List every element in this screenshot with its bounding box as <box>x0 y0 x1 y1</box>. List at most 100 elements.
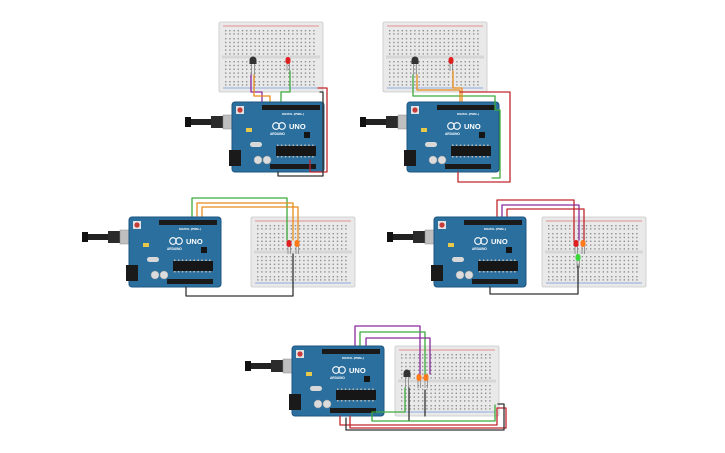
breadboard-hole <box>389 53 391 55</box>
breadboard-hole <box>439 61 441 63</box>
breadboard-holes <box>401 354 491 410</box>
breadboard-hole <box>619 267 621 269</box>
breadboard-hole <box>459 385 462 387</box>
breadboard-hole <box>267 33 269 35</box>
breadboard-hole <box>225 49 227 51</box>
breadboard-hole <box>430 396 432 398</box>
breadboard-hole <box>548 271 550 273</box>
breadboard-hole <box>426 76 429 78</box>
breadboard-channel <box>386 55 484 59</box>
breadboard-hole <box>261 225 263 227</box>
breadboard-hole <box>283 30 286 32</box>
breadboard-hole <box>275 33 277 35</box>
breadboard-hole <box>443 33 445 35</box>
breadboard-hole <box>336 240 339 242</box>
breadboard-hole <box>472 385 474 387</box>
breadboard-hole <box>590 244 592 246</box>
breadboard-hole <box>283 61 286 63</box>
breadboard-hole <box>585 271 588 273</box>
breadboard-hole <box>569 236 571 239</box>
breadboard-hole <box>564 233 567 235</box>
breadboard-hole <box>447 388 449 391</box>
breadboard-hole <box>452 38 454 40</box>
breadboard-hole <box>410 76 412 78</box>
breadboard-hole <box>552 267 554 269</box>
breadboard-hole <box>627 233 630 235</box>
breadboard-hole <box>438 408 441 410</box>
breadboard-hole <box>410 64 412 67</box>
breadboard-hole <box>299 263 301 265</box>
breadboard-hole <box>405 362 407 364</box>
breadboard-hole <box>464 385 466 387</box>
wire-black <box>345 403 505 431</box>
breadboard-hole <box>309 68 311 70</box>
breadboard-hole <box>552 225 554 227</box>
breadboard-hole <box>426 354 428 356</box>
breadboard-hole <box>443 30 445 32</box>
breadboard-hole <box>294 263 297 265</box>
analog-header <box>330 408 376 413</box>
digital-header <box>322 349 380 354</box>
breadboard-hole <box>275 61 277 63</box>
breadboard-hole <box>254 49 256 51</box>
breadboard-hole <box>409 392 411 394</box>
breadboard-hole <box>585 256 588 258</box>
breadboard-hole <box>569 263 571 265</box>
breadboard-hole <box>254 30 256 32</box>
breadboard-hole <box>489 396 491 398</box>
breadboard-hole <box>426 392 428 394</box>
small-chip <box>364 376 370 382</box>
breadboard-hole <box>294 256 297 258</box>
led-indicator <box>421 128 427 132</box>
breadboard-hole <box>254 38 256 40</box>
breadboard-hole <box>615 276 617 278</box>
breadboard-hole <box>447 61 450 63</box>
breadboard-hole <box>464 64 466 67</box>
chip-pin <box>459 144 462 146</box>
breadboard-hole <box>414 64 416 67</box>
breadboard-hole <box>261 248 263 250</box>
breadboard-hole <box>590 259 592 262</box>
breadboard-hole <box>336 256 339 258</box>
breadboard-hole <box>307 225 309 227</box>
breadboard-hole <box>262 33 265 35</box>
breadboard-hole <box>409 365 411 368</box>
chip-pin <box>486 271 489 273</box>
usb-plug <box>271 360 284 372</box>
chip-pin <box>510 259 512 261</box>
wire-green <box>412 74 501 179</box>
breadboard-hole <box>309 38 311 40</box>
breadboard-hole <box>265 228 267 230</box>
model-label: UNO <box>186 237 203 246</box>
breadboard-hole <box>443 49 445 51</box>
breadboard-hole <box>328 228 330 230</box>
breadboard-hole <box>393 76 395 78</box>
breadboard-hole <box>258 53 260 55</box>
breadboard-hole <box>636 256 638 258</box>
chip-pin <box>483 156 485 158</box>
breadboard-hole <box>271 76 273 78</box>
breadboard-hole <box>569 240 571 242</box>
breadboard-hole <box>292 76 294 78</box>
chip-pin <box>288 156 291 158</box>
chip-pin <box>337 400 339 402</box>
breadboard-hole <box>341 244 343 246</box>
breadboard-hole <box>480 385 483 387</box>
breadboard-hole <box>548 248 550 250</box>
breadboard-hole <box>611 267 613 269</box>
breadboard-hole <box>472 400 474 402</box>
breadboard-hole <box>397 68 399 70</box>
breadboard-hole <box>250 45 252 47</box>
breadboard-hole <box>410 61 412 63</box>
breadboard-hole <box>443 45 445 47</box>
breadboard-hole <box>456 84 458 86</box>
chip-pin <box>498 271 500 273</box>
breadboard-hole <box>409 369 411 371</box>
breadboard-hole <box>332 244 334 246</box>
breadboard-hole <box>447 38 450 40</box>
breadboard-hole <box>480 357 483 359</box>
breadboard-hole <box>560 263 562 265</box>
breadboard-hole <box>422 61 424 63</box>
wire-red <box>309 87 328 173</box>
breadboard-hole <box>443 400 445 402</box>
